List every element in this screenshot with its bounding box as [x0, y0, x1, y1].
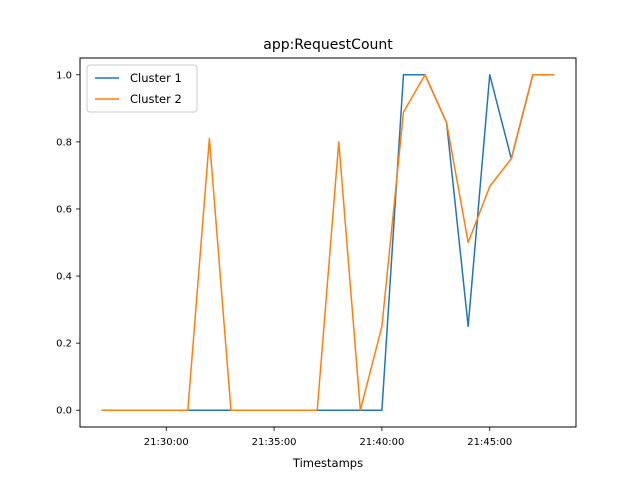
legend-label: Cluster 2 — [130, 92, 182, 106]
y-tick-label: 0.0 — [56, 406, 72, 417]
series-line-2 — [101, 74, 555, 411]
x-tick-label: 21:45:00 — [467, 437, 512, 448]
legend-label: Cluster 1 — [130, 71, 182, 85]
y-tick-label: 0.6 — [56, 204, 72, 215]
legend-box — [86, 64, 198, 113]
y-axis: 0.0 0.2 0.4 0.6 0.8 1.0 — [56, 70, 80, 417]
plot-frame — [79, 57, 577, 428]
x-axis: 21:30:00 21:35:00 21:40:00 21:45:00 — [144, 427, 512, 448]
series-line-1 — [101, 74, 555, 411]
y-tick-label: 0.2 — [56, 339, 72, 350]
x-axis-label: Timestamps — [292, 456, 363, 470]
x-tick-label: 21:40:00 — [359, 437, 404, 448]
x-tick-label: 21:35:00 — [252, 437, 297, 448]
y-tick-label: 1.0 — [56, 70, 72, 81]
y-tick-label: 0.8 — [56, 137, 72, 148]
y-tick-label: 0.4 — [56, 272, 72, 283]
plot-lines — [101, 74, 555, 411]
chart-title: app:RequestCount — [263, 37, 393, 53]
x-tick-label: 21:30:00 — [144, 437, 189, 448]
legend: Cluster 1 Cluster 2 — [86, 64, 198, 113]
